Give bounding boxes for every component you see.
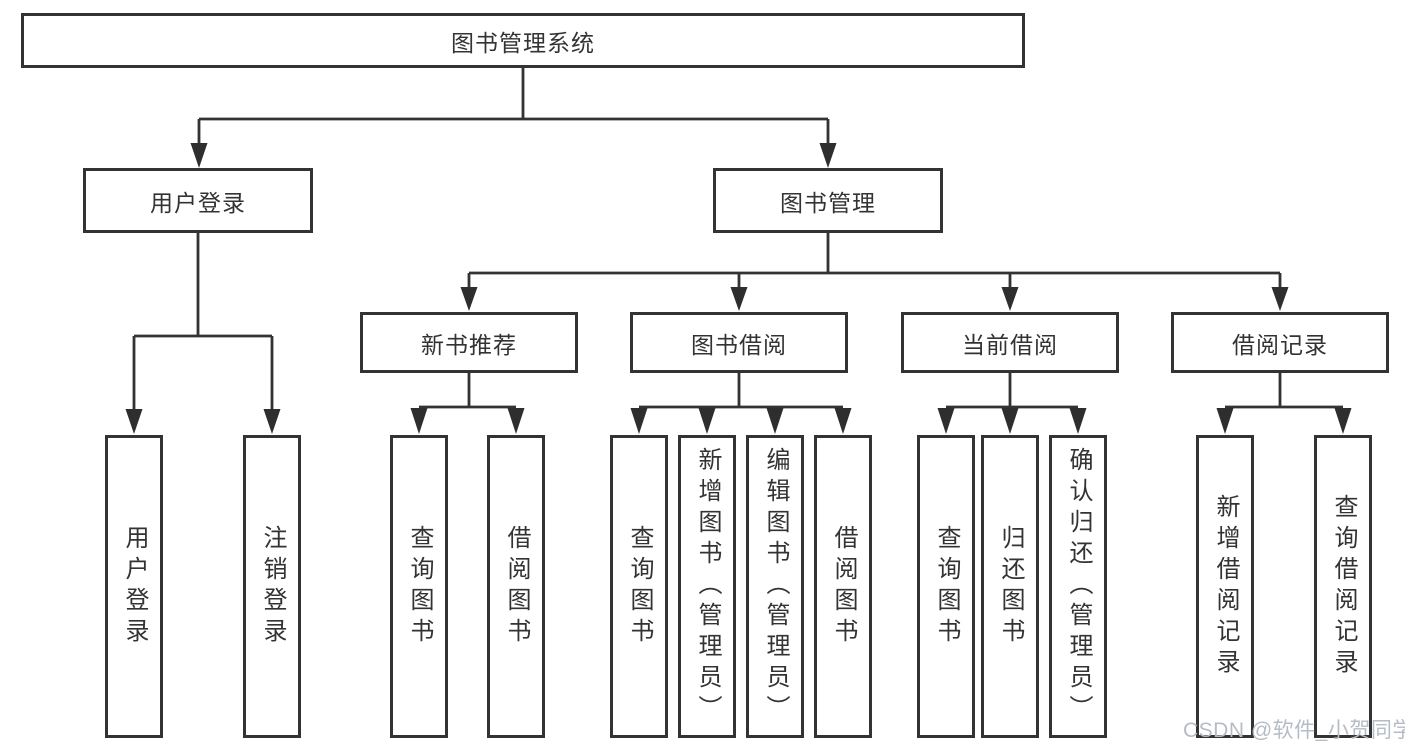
- node-book-borrowing: 图书借阅: [630, 312, 848, 373]
- node-user-login-label: 用户登录: [150, 189, 246, 216]
- leaf-query-books-recommend-label: 查询图书: [406, 524, 433, 649]
- node-borrowing-records: 借阅记录: [1171, 312, 1389, 373]
- leaf-borrow-books-borrowing: 借阅图书: [814, 435, 872, 738]
- leaf-return-books: 归还图书: [981, 435, 1039, 738]
- node-current-borrowing-label: 当前借阅: [962, 331, 1058, 358]
- node-borrowing-records-label: 借阅记录: [1232, 331, 1328, 358]
- leaf-edit-book-admin-label: 编辑图书（管理员）: [762, 447, 789, 726]
- leaf-return-books-label: 归还图书: [997, 524, 1024, 649]
- node-book-management: 图书管理: [713, 168, 943, 233]
- leaf-borrow-books-recommend: 借阅图书: [487, 435, 545, 738]
- leaf-add-book-admin-label: 新增图书（管理员）: [694, 447, 721, 726]
- leaf-query-books-borrowing-label: 查询图书: [626, 524, 653, 649]
- leaf-query-borrowing-record-label: 查询借阅记录: [1330, 493, 1357, 680]
- node-library-management-system-label: 图书管理系统: [451, 29, 595, 56]
- node-current-borrowing: 当前借阅: [901, 312, 1119, 373]
- leaf-borrow-books-borrowing-label: 借阅图书: [830, 524, 857, 649]
- leaf-add-borrowing-record-label: 新增借阅记录: [1212, 493, 1239, 680]
- node-new-book-recommendation: 新书推荐: [360, 312, 578, 373]
- node-book-management-label: 图书管理: [780, 189, 876, 216]
- node-library-management-system: 图书管理系统: [21, 13, 1025, 68]
- leaf-query-books-borrowing: 查询图书: [610, 435, 668, 738]
- leaf-logout-login: 注销登录: [243, 435, 301, 738]
- leaf-edit-book-admin: 编辑图书（管理员）: [746, 435, 804, 738]
- node-new-book-recommendation-label: 新书推荐: [421, 331, 517, 358]
- leaf-borrow-books-recommend-label: 借阅图书: [503, 524, 530, 649]
- leaf-query-books-current-label: 查询图书: [933, 524, 960, 649]
- leaf-add-book-admin: 新增图书（管理员）: [678, 435, 736, 738]
- leaf-confirm-return-admin: 确认归还（管理员）: [1049, 435, 1107, 738]
- leaf-user-login-label: 用户登录: [121, 524, 148, 649]
- arrowheads: [125, 143, 1352, 434]
- leaf-add-borrowing-record: 新增借阅记录: [1196, 435, 1254, 738]
- leaf-query-books-current: 查询图书: [917, 435, 975, 738]
- leaf-query-books-recommend: 查询图书: [390, 435, 448, 738]
- csdn-watermark: CSDN @软件_小贺同学: [1183, 719, 1405, 742]
- leaf-query-borrowing-record: 查询借阅记录: [1314, 435, 1372, 738]
- leaf-user-login: 用户登录: [105, 435, 163, 738]
- connector-paths: [132, 68, 1343, 411]
- leaf-confirm-return-admin-label: 确认归还（管理员）: [1065, 447, 1092, 726]
- node-book-borrowing-label: 图书借阅: [691, 331, 787, 358]
- leaf-logout-login-label: 注销登录: [259, 524, 286, 649]
- node-user-login: 用户登录: [83, 168, 313, 233]
